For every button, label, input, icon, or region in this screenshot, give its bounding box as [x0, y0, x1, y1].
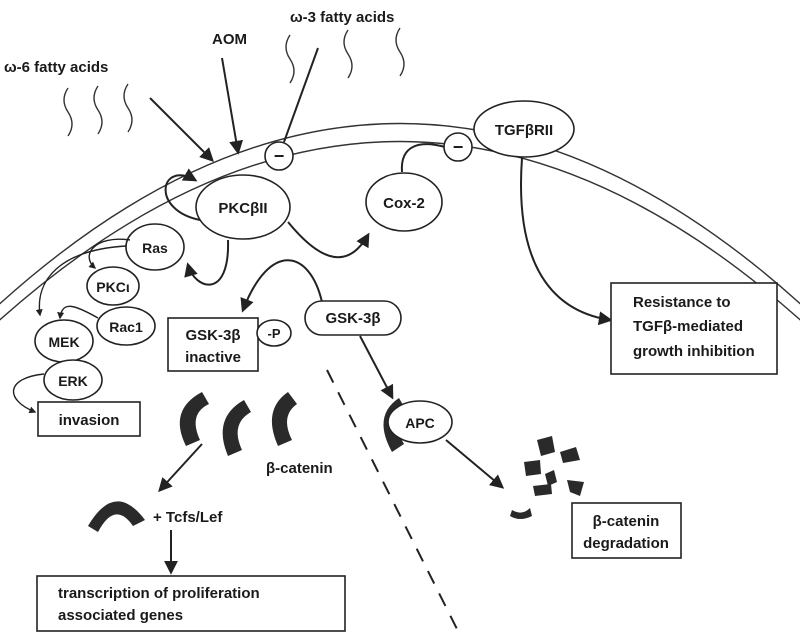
degradation-box: β-catenin degradation — [571, 502, 682, 559]
svg-text:TGFβRII: TGFβRII — [495, 122, 553, 139]
svg-text:Resistance to: Resistance to — [633, 294, 731, 311]
gsk3b-to-apc-arrow — [359, 335, 394, 400]
cox2-inhibit-line — [400, 143, 446, 173]
ras-to-pkciota-arrow — [88, 238, 131, 269]
apc-node: APC — [387, 400, 453, 444]
rac1-node: Rac1 — [96, 306, 156, 346]
beta-catenin-label: β-catenin — [266, 460, 333, 477]
svg-text:Rac1: Rac1 — [109, 319, 143, 335]
svg-text:-P: -P — [268, 326, 281, 341]
svg-text:degradation: degradation — [583, 535, 669, 552]
cox2-node: Cox-2 — [365, 172, 443, 232]
svg-text:Ras: Ras — [142, 240, 168, 256]
aom-to-pkcbii-arrow — [221, 57, 244, 155]
svg-text:β-catenin: β-catenin — [593, 513, 660, 530]
cell-membrane-inner — [0, 140, 800, 321]
pkcbii-to-cox2-arrow — [287, 221, 370, 259]
pkcbii-node: PKCβII — [195, 174, 291, 240]
svg-text:inactive: inactive — [185, 349, 241, 366]
tgfbrii-node: TGFβRII — [473, 100, 575, 158]
omega3-inhibit-line — [283, 47, 319, 143]
svg-text:associated genes: associated genes — [58, 607, 183, 624]
transcription-box: transcription of proliferation associate… — [36, 575, 346, 632]
svg-text:Cox-2: Cox-2 — [383, 195, 425, 212]
svg-text:growth inhibition: growth inhibition — [633, 343, 755, 360]
rac1-to-mek-arrow — [57, 305, 99, 320]
svg-text:TGFβ-mediated: TGFβ-mediated — [633, 318, 743, 335]
omega6-label: ω-6 fatty acids — [4, 59, 108, 76]
phosphate-node: -P — [256, 319, 292, 347]
pkcbii-autoactivation-arrow — [164, 168, 201, 221]
erk-node: ERK — [43, 359, 103, 401]
mek-node: MEK — [34, 319, 94, 363]
degraded-fragments — [510, 436, 584, 519]
ras-node: Ras — [125, 223, 185, 271]
svg-text:invasion: invasion — [59, 412, 120, 429]
ras-to-mek-arrow — [35, 245, 127, 317]
omega6-to-pkcbii-arrow — [149, 97, 214, 162]
gsk3b-active-node: GSK-3β — [304, 300, 402, 336]
svg-text:PKCι: PKCι — [96, 279, 130, 295]
omega3-inhibit-symbol: − — [264, 141, 294, 171]
resistance-box: Resistance to TGFβ-mediated growth inhib… — [610, 282, 778, 375]
omega3-label: ω-3 fatty acids — [290, 9, 394, 26]
tcf-lef-label: + Tcfs/Lef — [153, 509, 223, 526]
omega3-fatty-acid-waves — [285, 27, 405, 84]
pkcbii-to-ras-arrow — [184, 239, 230, 286]
beta-catenin-to-tcf-arrow — [158, 443, 203, 493]
svg-text:−: − — [274, 146, 285, 166]
svg-text:transcription of proliferation: transcription of proliferation — [58, 585, 260, 602]
invasion-box: invasion — [37, 401, 141, 437]
svg-text:−: − — [453, 137, 464, 157]
omega6-fatty-acid-waves — [63, 83, 133, 137]
svg-text:MEK: MEK — [48, 334, 79, 350]
nuclear-beta-catenin — [88, 501, 145, 532]
erk-to-invasion-arrow — [12, 373, 45, 414]
pkcbii-to-gsk3b-inactive-arrow — [240, 259, 323, 313]
tgfbrii-to-resistance-arrow — [520, 157, 613, 326]
pkciota-node: PKCι — [86, 266, 140, 306]
svg-text:ERK: ERK — [58, 373, 88, 389]
beta-catenin-shapes — [179, 392, 297, 456]
apc-to-degradation-arrow — [445, 439, 505, 489]
svg-text:GSK-3β: GSK-3β — [186, 327, 241, 344]
svg-text:APC: APC — [405, 415, 435, 431]
cell-membrane-outer — [0, 122, 800, 305]
gsk3b-inactive-box: GSK-3β inactive — [167, 317, 259, 372]
aom-label: AOM — [212, 31, 247, 48]
svg-text:PKCβII: PKCβII — [218, 200, 267, 217]
cox2-inhibit-symbol: − — [443, 132, 473, 162]
svg-text:GSK-3β: GSK-3β — [326, 310, 381, 327]
